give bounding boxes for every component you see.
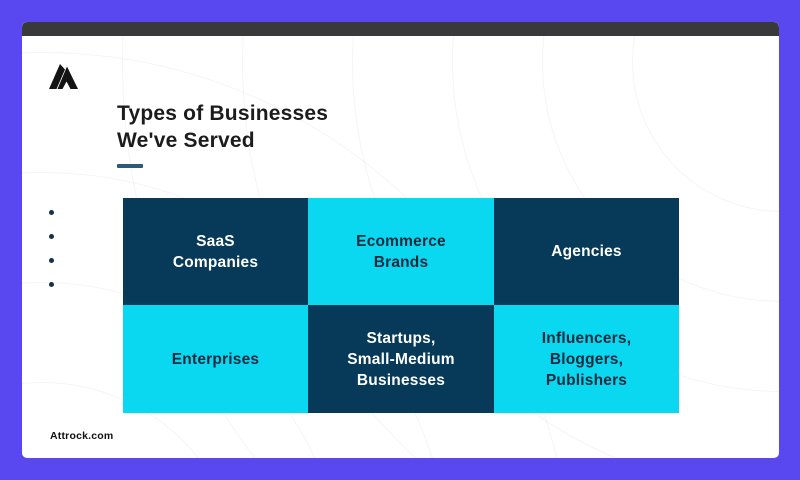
cell-label: Startups, Small-Medium Businesses xyxy=(347,329,455,389)
attrock-logo-icon xyxy=(47,60,79,92)
grid-cell-ecommerce-brands: Ecommerce Brands xyxy=(308,198,494,305)
cell-label: Influencers, Bloggers, Publishers xyxy=(541,329,632,389)
cell-label: Agencies xyxy=(551,243,622,260)
dot xyxy=(49,258,54,263)
card-top-bar xyxy=(22,22,779,36)
title-accent-underline xyxy=(117,164,143,168)
cell-label: SaaS Companies xyxy=(172,232,259,271)
decorative-dots xyxy=(49,210,54,287)
dot xyxy=(49,234,54,239)
dot xyxy=(49,282,54,287)
cell-label: Enterprises xyxy=(171,350,260,368)
cell-label: Ecommerce Brands xyxy=(356,232,446,271)
grid-cell-startups-smb: Startups, Small-Medium Businesses xyxy=(308,305,494,413)
grid-cell-enterprises: Enterprises xyxy=(123,305,308,413)
grid-cell-agencies: Agencies xyxy=(494,198,679,305)
slide-card: Types of Businesses We've Served SaaS Co… xyxy=(22,22,779,458)
grid-cell-saas-companies: SaaS Companies xyxy=(123,198,308,305)
site-credit: Attrock.com xyxy=(50,430,114,442)
grid-cell-influencers-bloggers-publishers: Influencers, Bloggers, Publishers xyxy=(494,305,679,413)
slide-title: Types of Businesses We've Served xyxy=(117,102,329,152)
dot xyxy=(49,210,54,215)
business-types-grid: SaaS Companies Ecommerce Brands Agencies… xyxy=(123,198,679,413)
